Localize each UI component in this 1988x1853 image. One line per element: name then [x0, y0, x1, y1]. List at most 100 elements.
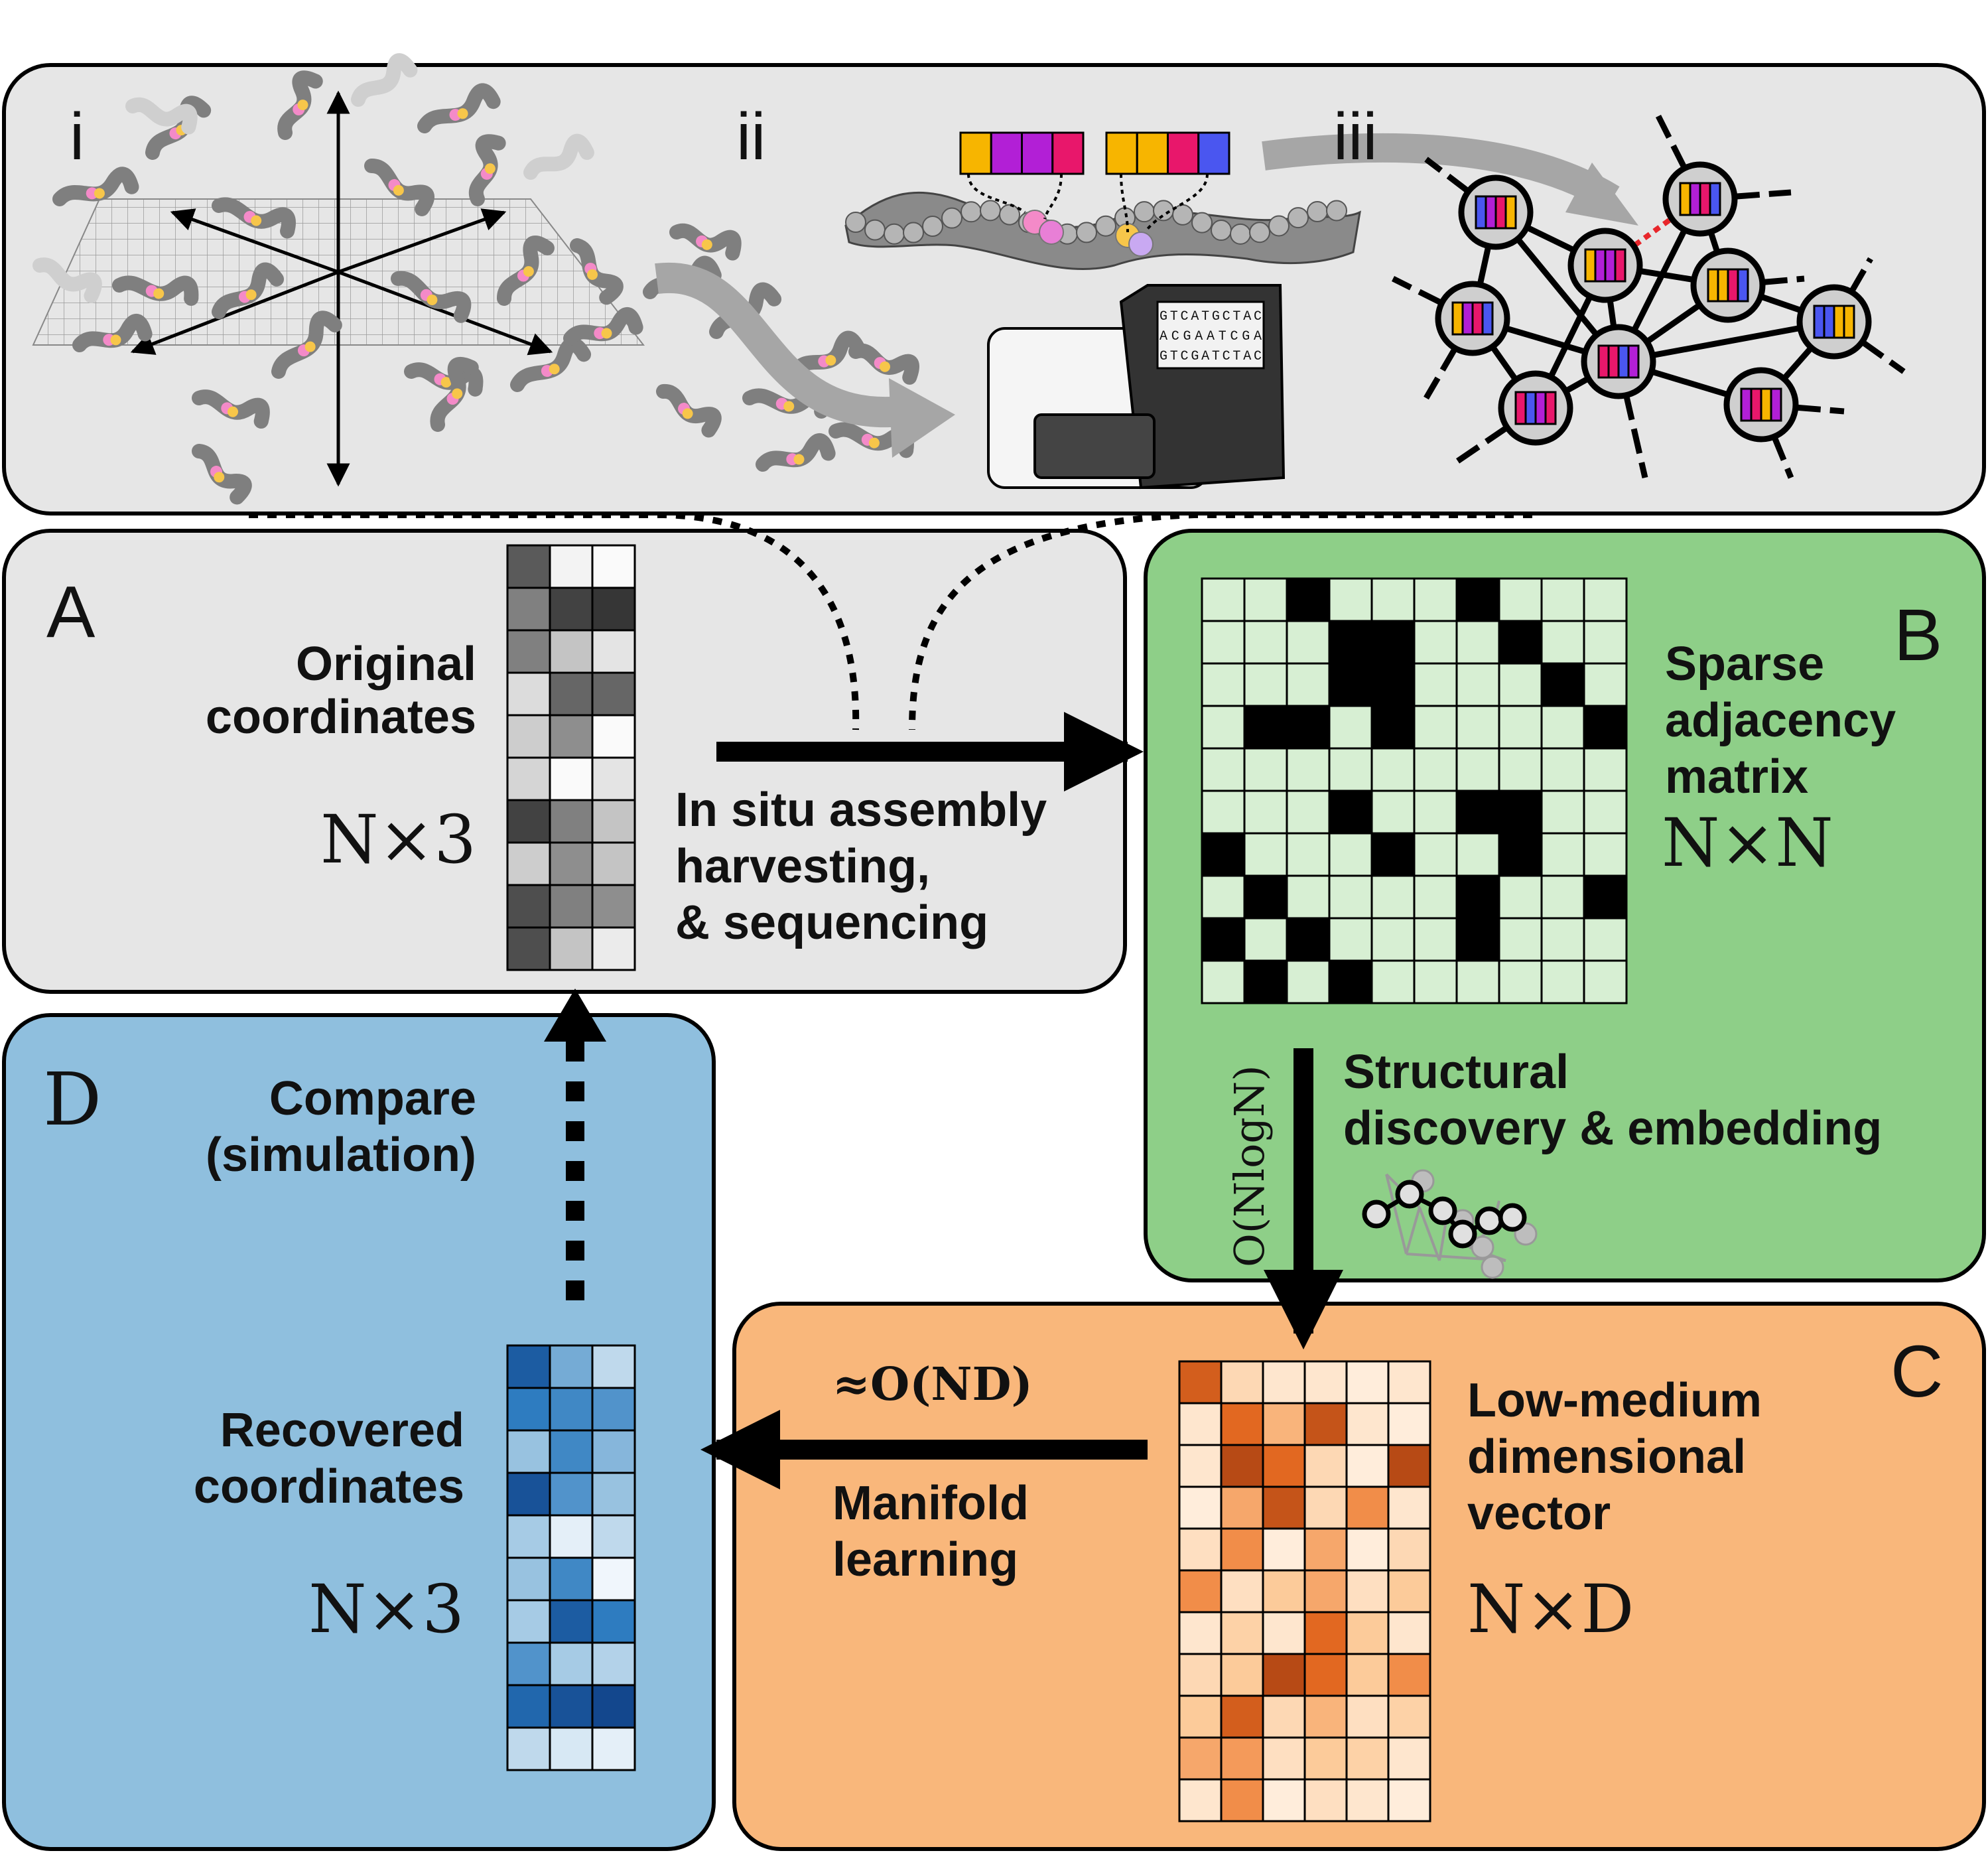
embedding-vector-cell: [1387, 1778, 1431, 1822]
adjacency-cell: [1540, 917, 1585, 962]
sequencer-screen-line-2: ACGAATCGA: [1160, 329, 1262, 344]
barcode-top-left-stripe: [990, 131, 1023, 175]
adjacency-cell: [1455, 577, 1500, 622]
dna-strand-tag: [86, 187, 98, 200]
network-node-barcode-stripe: [1760, 387, 1772, 422]
adjacency-cell: [1370, 917, 1416, 962]
embedding-vector-cell: [1262, 1444, 1306, 1488]
panel-b-title-line3: matrix: [1665, 750, 1808, 803]
dna-strand: [212, 262, 284, 319]
original-coordinates-cell: [549, 799, 594, 844]
dna-strand-body: [125, 97, 198, 135]
embedding-vector-cell: [1262, 1611, 1306, 1655]
network-node-barcode-stripe: [1604, 248, 1617, 283]
dna-strand: [848, 343, 919, 385]
recovered-coordinates-cell: [506, 1641, 551, 1686]
dna-strand: [351, 53, 418, 107]
top-panel: GTCATGCTAC ACGAATCGA GTCGATCTAC i ii iii: [2, 53, 1986, 515]
embedding-graph-node-gray: [1471, 1235, 1494, 1259]
embedding-graph-edge-gray: [1385, 1174, 1408, 1255]
dna-strand-tag: [452, 388, 463, 399]
recovered-coordinates-cell: [549, 1556, 594, 1602]
dna-bead: [903, 222, 924, 243]
adjacency-cell: [1243, 577, 1288, 622]
adjacency-cell: [1540, 874, 1585, 920]
adjacency-cell: [1413, 620, 1458, 665]
adjacency-cell: [1370, 577, 1416, 622]
panel-d-recovered-line2: coordinates: [194, 1460, 464, 1513]
adjacency-cell: [1413, 959, 1458, 1004]
panel-a-letter: A: [46, 571, 96, 653]
adjacency-cell: [1455, 874, 1500, 920]
embedding-vector-cell: [1262, 1653, 1306, 1697]
recovered-coordinates-cell: [506, 1726, 551, 1771]
adjacency-cell: [1498, 620, 1543, 665]
network-node-barcode-stripe: [1709, 182, 1721, 216]
recovered-coordinates-cell: [506, 1599, 551, 1644]
recovered-coordinates-matrix: [506, 1344, 636, 1771]
dna-strand-tag: [523, 266, 534, 277]
adjacency-cell: [1413, 747, 1458, 792]
network-node-barcode-stripe: [1679, 182, 1691, 216]
adjacency-cell: [1328, 620, 1373, 665]
recovered-coordinates-cell: [506, 1344, 551, 1389]
dna-bead: [845, 212, 866, 233]
recovered-coordinates-cell: [549, 1344, 594, 1389]
adjacency-cell: [1243, 959, 1288, 1004]
original-coordinates-cell: [549, 671, 594, 717]
adjacency-cell: [1455, 620, 1500, 665]
compare-arrow-head: [544, 989, 606, 1042]
dna-bead: [1191, 212, 1213, 234]
embedding-vector-cell: [1178, 1736, 1223, 1781]
embedding-vector-cell: [1262, 1485, 1306, 1530]
dna-strand-body: [563, 307, 643, 346]
barcode-top-right-stripe: [1105, 131, 1138, 175]
adjacency-cell: [1328, 662, 1373, 707]
dna-strand-body: [364, 159, 434, 216]
adjacency-cell: [1498, 662, 1543, 707]
dna-strand: [277, 70, 323, 140]
panel-d-dims: N×3: [308, 1570, 464, 1648]
recovered-coordinates-cell: [549, 1472, 594, 1517]
original-coordinates-cell: [506, 544, 551, 589]
network-node-barcode-stripe: [1451, 301, 1464, 336]
arrow-b-to-c-complexity: O(NlogN): [1225, 1065, 1274, 1267]
adjacency-cell: [1540, 705, 1585, 750]
adjacency-cell: [1243, 705, 1288, 750]
dna-strand: [72, 313, 153, 352]
adjacency-cell: [1498, 917, 1543, 962]
original-coordinates-cell: [549, 884, 594, 929]
dna-strand: [417, 83, 501, 133]
adjacency-cell: [1455, 832, 1500, 877]
panel-c-title-line2: dimensional: [1467, 1430, 1746, 1483]
adjacency-cell: [1540, 620, 1585, 665]
adjacency-cell: [1286, 705, 1331, 750]
network-flow-arrow-head: [1565, 163, 1638, 226]
barcode-top-left-stripe: [1021, 131, 1054, 175]
dna-strand-body: [192, 444, 252, 505]
adjacency-cell: [1413, 662, 1458, 707]
original-coordinates-matrix: [506, 544, 636, 971]
dna-strand-tag: [457, 108, 468, 119]
original-coordinates-cell: [549, 841, 594, 886]
network-node-barcode-stripe: [1627, 344, 1640, 379]
original-coordinates-cell: [506, 714, 551, 759]
embedding-vector-cell: [1262, 1360, 1306, 1405]
dna-strand-tag: [587, 269, 598, 280]
dna-strand-body: [417, 83, 501, 133]
recovered-coordinates-cell: [591, 1684, 636, 1729]
dna-strand-body: [656, 384, 722, 438]
dna-strand-body: [72, 313, 153, 352]
arrow-a-to-b-line1: In situ assembly: [675, 784, 1047, 837]
embedding-vector-cell: [1387, 1694, 1431, 1739]
adjacency-cell: [1455, 705, 1500, 750]
dna-strand-tag: [153, 288, 165, 299]
adjacency-cell: [1370, 662, 1416, 707]
embedding-vector-cell: [1345, 1611, 1390, 1655]
adjacency-cell: [1540, 959, 1585, 1004]
recovered-coordinates-cell: [591, 1514, 636, 1559]
embedding-vector-cell: [1303, 1694, 1348, 1739]
dna-strand: [523, 133, 594, 180]
arrow-c-to-d-line1: Manifold: [832, 1477, 1029, 1530]
dna-bead: [941, 207, 962, 229]
